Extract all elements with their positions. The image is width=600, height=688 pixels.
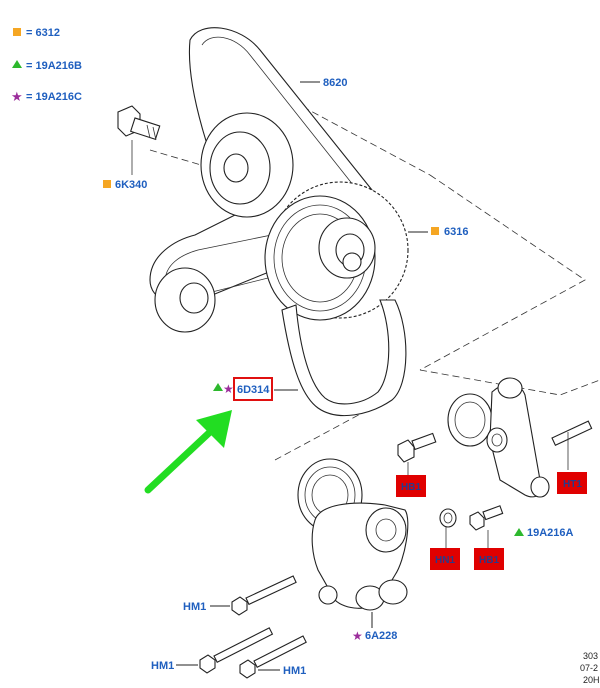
hb1-upper-red-box bbox=[396, 475, 426, 497]
tensioner-bracket bbox=[447, 377, 550, 498]
callout-8620: 8620 bbox=[323, 77, 347, 89]
callout-6a228: 6A228 bbox=[365, 630, 397, 642]
main-belt-highlight-box bbox=[233, 377, 273, 401]
idler-star-icon: ★ bbox=[352, 629, 363, 643]
green-arrow bbox=[144, 410, 232, 494]
legend-square-icon bbox=[13, 28, 21, 36]
callout-hm1-bottom-left: HM1 bbox=[151, 660, 174, 672]
meta-line-1: 303 bbox=[583, 651, 598, 661]
pulley-square-icon bbox=[431, 227, 439, 235]
legend-label-6312: = 6312 bbox=[26, 27, 60, 39]
legend-label-19a216c: = 19A216C bbox=[26, 91, 82, 103]
stud-right bbox=[551, 420, 593, 470]
tensioner-assembly bbox=[297, 458, 409, 611]
callout-6k340: 6K340 bbox=[115, 179, 147, 191]
small-pulley bbox=[200, 112, 294, 218]
bolt-top-square-icon bbox=[103, 180, 111, 188]
bolt-hb1-lower bbox=[469, 505, 504, 548]
ht1-red-box bbox=[557, 472, 587, 494]
legend: = 6312 = 19A216B ★ = 19A216C bbox=[11, 27, 82, 105]
hn1-label: HN1 bbox=[435, 555, 455, 566]
callout-hm1-left: HM1 bbox=[183, 601, 206, 613]
hb1-lower-label: HB1 bbox=[479, 555, 499, 566]
belt-star-icon: ★ bbox=[223, 382, 234, 396]
bolt-hb1-upper bbox=[397, 432, 437, 475]
legend-label-19a216b: = 19A216B bbox=[26, 60, 82, 72]
long-bolt-bottom bbox=[239, 635, 307, 679]
gear-pulley bbox=[264, 181, 409, 321]
belt-triangle-icon bbox=[213, 383, 223, 391]
callout-hm1-bottom: HM1 bbox=[283, 665, 306, 677]
callout-19a216a: 19A216A bbox=[527, 527, 574, 539]
long-bolt-bottom-left bbox=[199, 627, 274, 674]
ht1-label: HT1 bbox=[563, 479, 582, 490]
long-bolt-left bbox=[231, 575, 297, 616]
hn1-red-box bbox=[430, 548, 460, 570]
hb1-lower-red-box bbox=[474, 548, 504, 570]
meta-line-2: 07-2 bbox=[580, 663, 598, 673]
main-belt bbox=[281, 299, 407, 417]
callout-6316: 6316 bbox=[444, 226, 468, 238]
hb1-upper-label: HB1 bbox=[401, 482, 421, 493]
top-bolt bbox=[117, 105, 161, 175]
callout-6d314: 6D314 bbox=[237, 384, 270, 396]
lower-left-pulley bbox=[154, 267, 216, 333]
bracket-triangle-icon bbox=[514, 528, 524, 536]
meta-line-3: 20H bbox=[583, 675, 600, 685]
legend-star-icon: ★ bbox=[11, 90, 23, 105]
nut-hn1 bbox=[439, 508, 457, 548]
legend-triangle-icon bbox=[12, 60, 22, 68]
